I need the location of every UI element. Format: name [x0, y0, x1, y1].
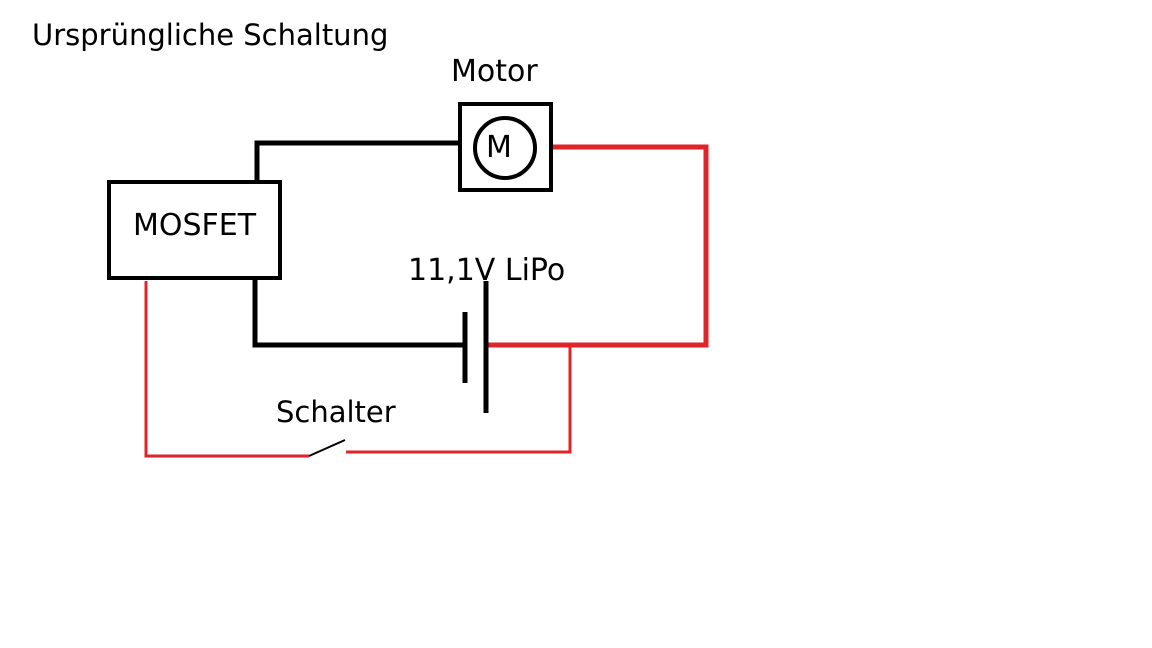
motor-symbol: M [486, 130, 512, 165]
diagram-title: Ursprüngliche Schaltung [32, 18, 389, 52]
mosfet-box [107, 180, 282, 280]
wire-battery-to-switch [346, 345, 572, 454]
battery-label: 11,1V LiPo [408, 253, 566, 288]
switch-blade [308, 439, 346, 457]
motor-circle [473, 116, 537, 180]
wire-mosfet-to-motor [254, 140, 460, 181]
mosfet-label: MOSFET [133, 208, 257, 243]
wire-switch-to-mosfet [144, 281, 309, 458]
motor-label: Motor [451, 54, 538, 89]
wire-mosfet-to-battery [252, 280, 465, 348]
switch-label: Schalter [276, 395, 396, 429]
wire-motor-to-battery-plus [487, 144, 709, 348]
